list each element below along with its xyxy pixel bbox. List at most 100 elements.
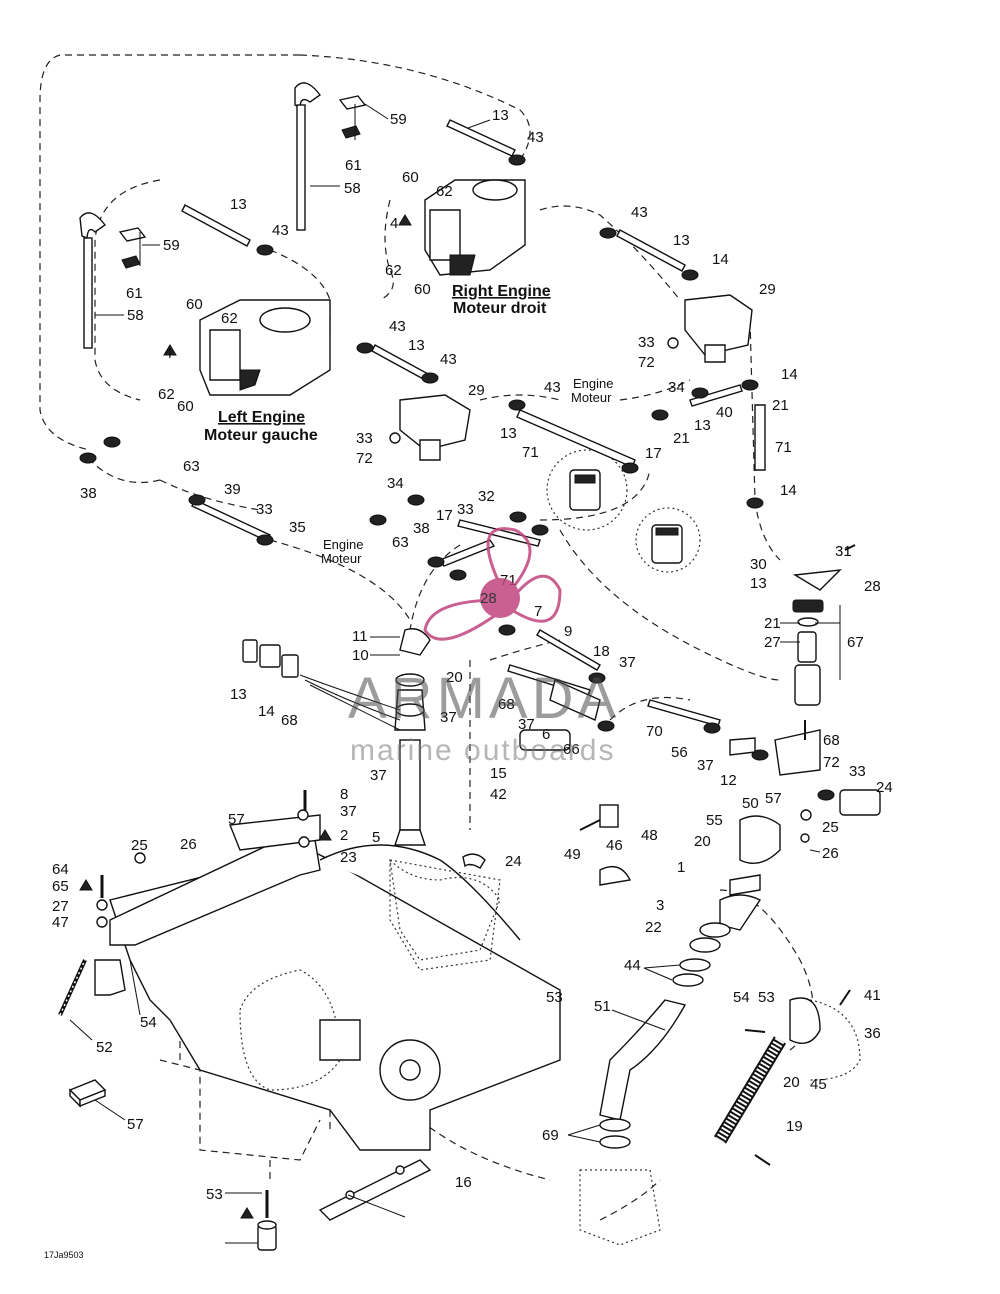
callout-50: 3 xyxy=(656,897,664,914)
right-engine-title-fr: Moteur droit xyxy=(453,300,547,317)
callout-36: 57 xyxy=(127,1116,144,1133)
callout-72: 72 xyxy=(638,354,655,371)
callout-43: 43 xyxy=(272,222,289,239)
callout-58: 58 xyxy=(344,180,361,197)
callout-60: 60 xyxy=(186,296,203,313)
callout-37: 56 xyxy=(671,744,688,761)
callout-39: 31 xyxy=(835,543,852,560)
callout-25: 27 xyxy=(52,898,69,915)
carburetor-left xyxy=(199,299,331,396)
callout-18: 6 xyxy=(542,726,550,743)
callout-71: 71 xyxy=(522,444,539,461)
callout-14: 17 xyxy=(645,445,662,462)
callout-21: 39 xyxy=(224,481,241,498)
callout-15: 68 xyxy=(823,732,840,749)
callout-27: 49 xyxy=(564,846,581,863)
callout-44: 51 xyxy=(594,998,611,1015)
callout-1: 53 xyxy=(546,989,563,1006)
callout-58: 58 xyxy=(127,307,144,324)
callout-37: 66 xyxy=(563,741,580,758)
callout-25: 2 xyxy=(340,827,348,844)
callout-33: 28 xyxy=(864,578,881,595)
engine-headers: Right Engine Moteur droit Left Engine Mo… xyxy=(204,283,613,566)
callout-30: 67 xyxy=(847,634,864,651)
engine-label-1: Engine xyxy=(573,376,613,391)
callout-34: 34 xyxy=(387,475,404,492)
fuel-tank xyxy=(109,844,561,1151)
callout-53: 45 xyxy=(810,1076,827,1093)
callout-67: 10 xyxy=(352,647,369,664)
callout-32: 21 xyxy=(764,615,781,632)
callout-27: 11 xyxy=(352,628,368,645)
callout-63: 63 xyxy=(392,534,409,551)
callout-17: 17 xyxy=(436,507,453,524)
callout-20: 44 xyxy=(624,957,641,974)
engine-label-2: Engine xyxy=(323,537,363,552)
figure-code: 17Ja9503 xyxy=(44,1250,84,1260)
callout-47: 50 xyxy=(742,795,759,812)
callout-38: 13 xyxy=(694,417,711,434)
callout-9: 68 xyxy=(281,712,298,729)
callout-71: 71 xyxy=(775,439,792,456)
callout-13: 13 xyxy=(230,196,247,213)
callout-62: 62 xyxy=(436,183,453,200)
callout-37: 24 xyxy=(505,853,522,870)
callout-43: 14 xyxy=(781,366,798,383)
callout-13: 13 xyxy=(408,337,425,354)
callout-19: 53 xyxy=(206,1186,223,1203)
callout-60: 60 xyxy=(402,169,419,186)
callout-21: 35 xyxy=(289,519,306,536)
callout-26: 47 xyxy=(52,914,69,931)
callout-33: 33 xyxy=(638,334,655,351)
callout-60: 60 xyxy=(177,398,194,415)
callout-14: 37 xyxy=(619,654,636,671)
callout-7: 20 xyxy=(446,669,463,686)
callout-64: 46 xyxy=(606,837,623,854)
callout-23: 25 xyxy=(131,837,148,854)
callout-33: 30 xyxy=(750,556,767,573)
callout-52: 41 xyxy=(864,987,881,1004)
choke-cable-left xyxy=(79,212,147,349)
callout-43: 43 xyxy=(389,318,406,335)
callout-59: 59 xyxy=(390,111,407,128)
brand-tagline: marine outboards xyxy=(350,734,615,767)
callout-72: 72 xyxy=(356,450,373,467)
callout-56: 37 xyxy=(697,757,714,774)
callout-59: 59 xyxy=(163,237,180,254)
callout-71: 9 xyxy=(564,623,572,640)
bolt-22 xyxy=(58,959,87,1016)
callout-63: 21 xyxy=(673,430,690,447)
callout-43: 43 xyxy=(631,204,648,221)
callout-35: 13 xyxy=(750,575,767,592)
pad-36 xyxy=(68,1079,107,1108)
engine-label-2-fr: Moteur xyxy=(321,551,362,566)
fuel-filter-left xyxy=(546,449,628,531)
right-engine-title: Right Engine xyxy=(452,283,551,300)
callout-29: 29 xyxy=(468,382,485,399)
callout-42: 72 xyxy=(823,754,840,771)
callout-72: 25 xyxy=(822,819,839,836)
callout-61: 61 xyxy=(126,285,143,302)
callout-51: 36 xyxy=(864,1025,881,1042)
callout-26: 23 xyxy=(340,849,357,866)
fuel-filter-right xyxy=(635,507,701,573)
callout-62: 62 xyxy=(158,386,175,403)
fuel-pump-right xyxy=(684,294,753,363)
callout-34: 34 xyxy=(668,379,685,396)
callout-55: 22 xyxy=(645,919,662,936)
spacer-16 xyxy=(257,1220,277,1251)
callout-37: 37 xyxy=(518,716,535,733)
callout-54: 53 xyxy=(758,989,775,1006)
callout-62: 62 xyxy=(221,310,238,327)
callout-29: 29 xyxy=(759,281,776,298)
callout-17: 40 xyxy=(716,404,733,421)
leader-lines xyxy=(69,103,841,1244)
callout-14: 32 xyxy=(478,488,495,505)
vent-hose-41 xyxy=(713,997,821,1144)
callout-43: 14 xyxy=(712,251,729,268)
callout-labels: 59 13 43 61 58 60 62 4 60 62 13 43 59 61… xyxy=(52,107,893,1203)
callout-45: 16 xyxy=(455,1174,472,1191)
fuel-selector-valve xyxy=(519,679,881,816)
callout-12: 24 xyxy=(876,779,893,796)
